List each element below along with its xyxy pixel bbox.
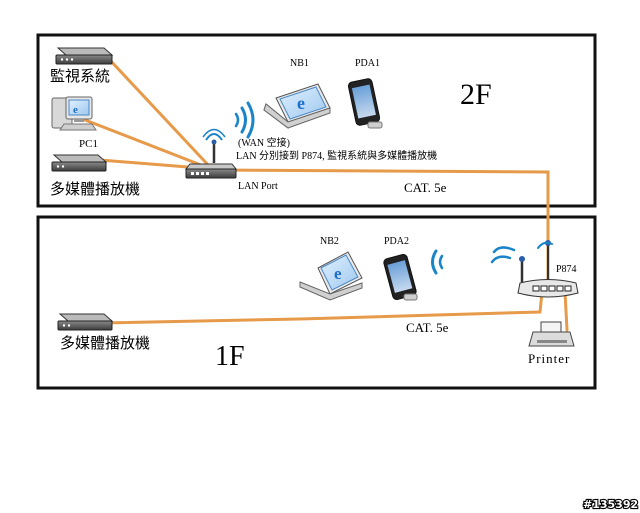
pda1-label: PDA1 bbox=[355, 58, 380, 69]
router-lan-port-label: LAN Port bbox=[238, 181, 278, 192]
nb1-label: NB1 bbox=[290, 58, 309, 69]
svg-text:e: e bbox=[297, 93, 305, 113]
wifi-2f-icon bbox=[234, 101, 255, 139]
notebook-nb1-icon: e bbox=[263, 83, 331, 129]
cable-surveillance bbox=[106, 56, 212, 169]
floor-1f-label: 1F bbox=[215, 341, 245, 372]
floor-2f-frame bbox=[36, 33, 597, 208]
surveillance-device-icon bbox=[55, 47, 114, 65]
pc1-label: PC1 bbox=[79, 138, 98, 150]
pc-icon: e bbox=[51, 96, 97, 131]
cable-label-1f: CAT. 5e bbox=[406, 320, 449, 335]
pda2-icon bbox=[383, 254, 418, 301]
media-player-2f-icon bbox=[51, 154, 108, 172]
router-lan-note: LAN 分別接到 P874, 監視系統與多媒體播放機 bbox=[236, 149, 437, 162]
media-player-2f-label: 多媒體播放機 bbox=[50, 180, 140, 198]
p874-label: P874 bbox=[556, 264, 577, 275]
floor-2f-label: 2F bbox=[460, 78, 492, 111]
pda2-label: PDA2 bbox=[384, 236, 409, 247]
printer-label: Printer bbox=[528, 351, 570, 366]
wifi-1f-icon bbox=[431, 249, 444, 275]
cable-1f-media bbox=[98, 290, 544, 325]
watermark: #135392 bbox=[583, 498, 638, 511]
floor-1f-frame bbox=[36, 215, 597, 390]
cable-label-2f: CAT. 5e bbox=[404, 180, 447, 195]
media-player-1f-icon bbox=[57, 313, 114, 331]
router-2f-icon bbox=[184, 128, 238, 179]
printer-icon bbox=[528, 321, 575, 347]
router-wan-note: (WAN 空接) bbox=[238, 136, 290, 149]
svg-text:e: e bbox=[73, 104, 78, 116]
media-player-1f-label: 多媒體播放機 bbox=[60, 334, 150, 352]
cable-media-2f bbox=[98, 158, 202, 170]
cable-pc1 bbox=[78, 116, 208, 169]
surveillance-label: 監視系統 bbox=[50, 67, 110, 85]
nb2-label: NB2 bbox=[320, 236, 339, 247]
p874-access-point-icon bbox=[490, 240, 579, 298]
pda1-icon bbox=[347, 78, 383, 129]
svg-text:e: e bbox=[334, 264, 342, 283]
notebook-nb2-icon: e bbox=[299, 251, 363, 301]
cable-printer bbox=[563, 290, 569, 332]
